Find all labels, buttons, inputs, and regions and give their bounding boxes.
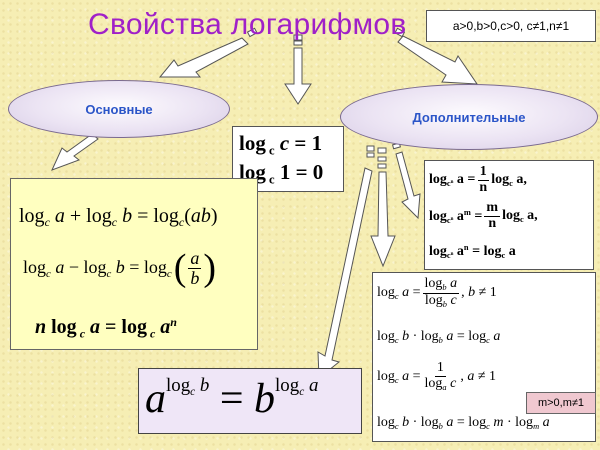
- extra-conditions-text: m>0,m≠1: [537, 397, 585, 409]
- arrow-dash: [246, 27, 258, 38]
- arrow-to-center: [284, 47, 312, 105]
- power-identity-box: alogc b = blogc a: [138, 368, 362, 434]
- arrow-dash: [377, 163, 387, 169]
- formula-base-power-same-power: logcn an = logc a: [429, 243, 516, 260]
- conditions-box: a>0,b>0,c>0, c≠1,n≠1: [426, 10, 596, 42]
- page-title: Свойства логарифмов: [88, 8, 407, 41]
- formula-log-sum: logc a + logc b = logc(ab): [19, 205, 218, 230]
- formula-chain-product: logc b · logb a = logc a: [377, 329, 501, 345]
- conditions-text: a>0,b>0,c>0, c≠1,n≠1: [452, 19, 570, 33]
- arrow-dash: [394, 27, 406, 38]
- arrow-to-additional: [397, 35, 478, 85]
- arrow-additional-to-power: [317, 167, 373, 380]
- arrow-additional-to-bottom: [370, 171, 396, 268]
- main-properties-ellipse: Основные: [8, 80, 230, 138]
- arrow-to-main: [158, 37, 249, 78]
- arrow-additional-to-top: [395, 151, 421, 220]
- arrow-dash: [366, 145, 375, 152]
- arrow-main-to-box: [51, 133, 99, 171]
- arrow-dash: [293, 40, 303, 46]
- additional-properties-ellipse: Дополнительные: [340, 84, 598, 150]
- extra-conditions-box: m>0,m≠1: [526, 392, 596, 414]
- arrow-dash: [377, 147, 387, 154]
- formula-log-power: n log c a = log c an: [35, 315, 177, 341]
- main-formulas-box: logc a + logc b = logc(ab) logc a − logc…: [10, 178, 258, 350]
- formula-log-c-c: log c c = 1: [239, 131, 323, 158]
- formula-power-identity: alogc b = blogc a: [145, 375, 319, 422]
- additional-properties-label: Дополнительные: [412, 109, 526, 125]
- arrow-dash: [366, 152, 375, 158]
- main-properties-label: Основные: [85, 101, 153, 117]
- formula-chain-product-m: logc b · logb a = logc m · logm a: [377, 415, 550, 431]
- arrow-dash: [377, 156, 387, 162]
- arrow-dash: [293, 34, 303, 41]
